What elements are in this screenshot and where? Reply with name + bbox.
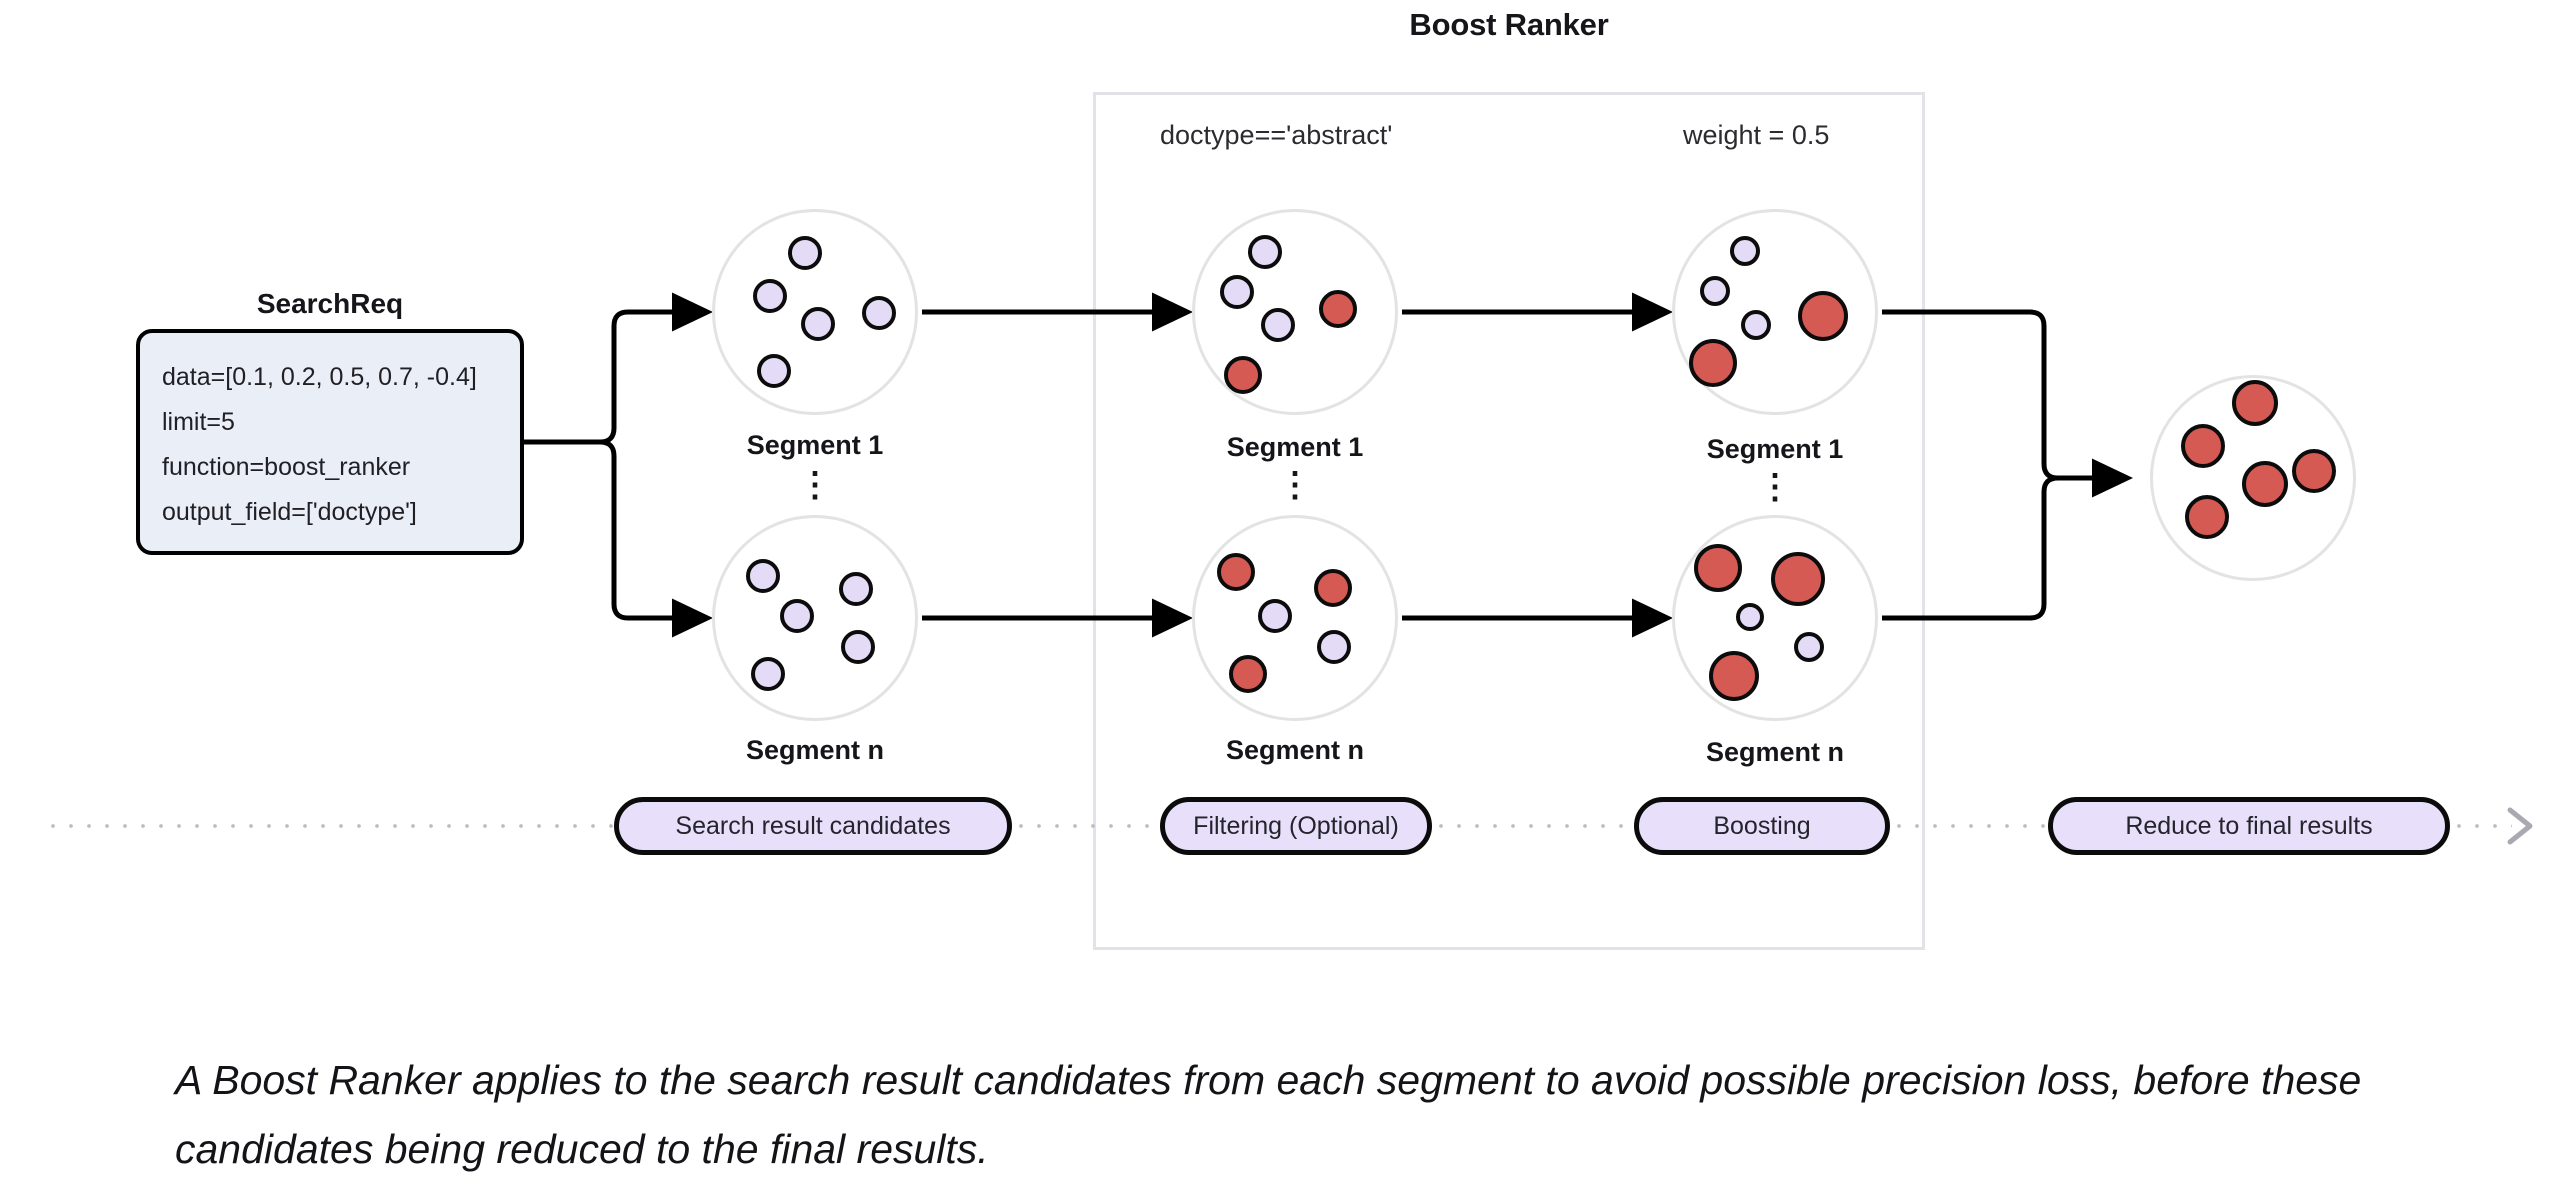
bubble-filtering-segment-n (1192, 515, 1398, 721)
candidate-dot (746, 559, 780, 593)
search-request-box: data=[0.1, 0.2, 0.5, 0.7, -0.4] limit=5 … (136, 329, 524, 555)
boost-weight-label: weight = 0.5 (1683, 120, 1830, 150)
boosted-candidate-dot (1224, 356, 1262, 394)
label-candidates-segment-n: Segment n (745, 735, 885, 765)
candidate-dot (1258, 599, 1292, 633)
boosted-candidate-dot (1319, 290, 1357, 328)
final-result-dot (2242, 461, 2288, 507)
boosted-candidate-dot (1771, 552, 1825, 606)
boost-ranker-title: Boost Ranker (1409, 7, 1609, 42)
candidate-dot (841, 630, 875, 664)
bubble-candidates-segment-n (712, 515, 918, 721)
boosted-candidate-dot (1694, 544, 1742, 592)
timeline-dots-2 (1432, 824, 1634, 828)
candidate-dot (839, 572, 873, 606)
stage-label: Search result candidates (675, 811, 951, 840)
bubble-boosting-segment-1 (1672, 209, 1878, 415)
stage-label: Boosting (1713, 811, 1811, 840)
ellipsis-filtering: ⋮ (1278, 466, 1312, 504)
bubble-candidates-segment-1 (712, 209, 918, 415)
timeline-dots-3 (1890, 824, 2048, 828)
candidate-dot (1736, 603, 1764, 631)
candidate-dot (1220, 275, 1254, 309)
bubble-final-results (2150, 375, 2356, 581)
stage-pill-boosting[interactable]: Boosting (1634, 797, 1890, 855)
label-boosting-segment-n: Segment n (1705, 737, 1845, 767)
candidate-dot (1794, 632, 1824, 662)
ellipsis-candidates: ⋮ (798, 466, 832, 504)
candidate-dot (1261, 308, 1295, 342)
diagram-caption: A Boost Ranker applies to the search res… (175, 1057, 2362, 1172)
candidate-dot (1317, 630, 1351, 664)
boosted-candidate-dot (1689, 339, 1737, 387)
candidate-dot (1741, 310, 1771, 340)
search-request-line-function: function=boost_ranker (162, 453, 411, 481)
final-result-dot (2181, 424, 2225, 468)
candidate-dot (862, 296, 896, 330)
final-result-dot (2232, 380, 2278, 426)
candidate-dot (801, 307, 835, 341)
candidate-dot (1730, 236, 1760, 266)
bubble-boosting-segment-n (1672, 515, 1878, 721)
candidate-dot (751, 657, 785, 691)
stage-pill-reduce-to-final-results[interactable]: Reduce to final results (2048, 797, 2450, 855)
candidate-dot (780, 599, 814, 633)
timeline-dots-0 (44, 824, 614, 828)
filter-condition-label: doctype=='abstract' (1160, 120, 1393, 150)
bubble-filtering-segment-1 (1192, 209, 1398, 415)
final-result-dot (2185, 495, 2229, 539)
ellipsis-boosting: ⋮ (1758, 468, 1792, 506)
search-request-line-output: output_field=['doctype'] (162, 498, 417, 526)
search-request-line-data: data=[0.1, 0.2, 0.5, 0.7, -0.4] (162, 363, 477, 391)
timeline-dots-1 (1012, 824, 1160, 828)
boosted-candidate-dot (1314, 569, 1352, 607)
boosted-candidate-dot (1217, 553, 1255, 591)
label-boosting-segment-1: Segment 1 (1706, 434, 1844, 464)
boosted-candidate-dot (1709, 651, 1759, 701)
boosted-candidate-dot (1229, 655, 1267, 693)
candidate-dot (1700, 276, 1730, 306)
stage-label: Reduce to final results (2125, 811, 2373, 840)
label-filtering-segment-n: Segment n (1225, 735, 1365, 765)
boosted-candidate-dot (1798, 291, 1848, 341)
label-candidates-segment-1: Segment 1 (746, 430, 884, 460)
candidate-dot (757, 354, 791, 388)
stage-label: Filtering (Optional) (1193, 811, 1399, 840)
search-request-line-limit: limit=5 (162, 408, 235, 436)
final-result-dot (2292, 449, 2336, 493)
label-filtering-segment-1: Segment 1 (1226, 432, 1364, 462)
stage-pill-filtering-optional[interactable]: Filtering (Optional) (1160, 797, 1432, 855)
candidate-dot (788, 236, 822, 270)
timeline-dots-4 (2450, 824, 2512, 828)
candidate-dot (1248, 235, 1282, 269)
stage-pill-search-result-candidates[interactable]: Search result candidates (614, 797, 1012, 855)
search-request-title: SearchReq (256, 288, 404, 319)
candidate-dot (753, 279, 787, 313)
